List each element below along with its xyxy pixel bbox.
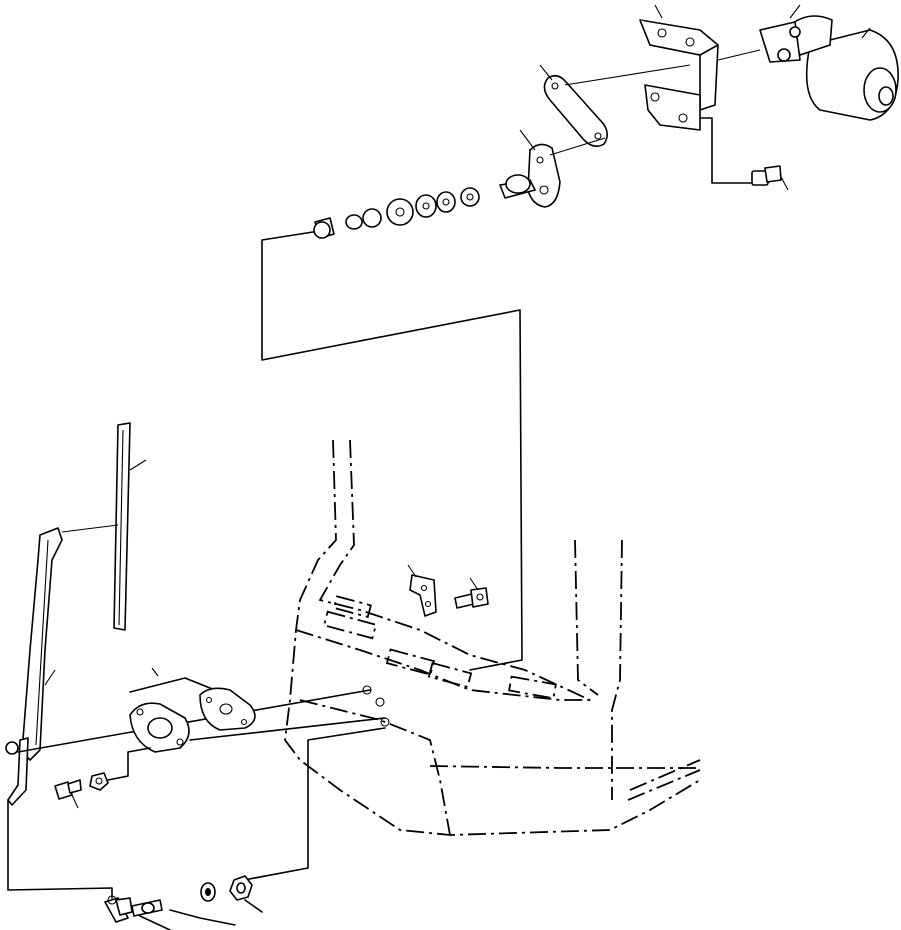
washer [200, 882, 216, 902]
cover-plate [199, 687, 256, 731]
hex-nut [169, 875, 263, 926]
leader-line [261, 231, 523, 671]
wiper-arm [5, 524, 119, 806]
nut [89, 747, 151, 791]
cab-roof-panel [284, 439, 701, 836]
crank-lever [499, 129, 606, 208]
pivot-housing [129, 667, 216, 753]
motor-bracket [639, 4, 761, 131]
leader-line-lower [7, 799, 113, 899]
wiper-blade [113, 422, 147, 631]
roof-clip [407, 564, 437, 617]
wiper-motor [759, 4, 899, 121]
pivot-spacer-stack [313, 187, 480, 239]
screw [54, 779, 82, 809]
bolt-line [189, 717, 386, 741]
roof-bolt [454, 577, 489, 609]
hose-joint [131, 899, 171, 930]
pivot-shaft-line [17, 689, 371, 753]
leader-line-nozzle [243, 727, 386, 881]
bracket-bolt [699, 117, 789, 191]
washer-nozzle [104, 895, 133, 923]
link-arm [539, 64, 691, 148]
